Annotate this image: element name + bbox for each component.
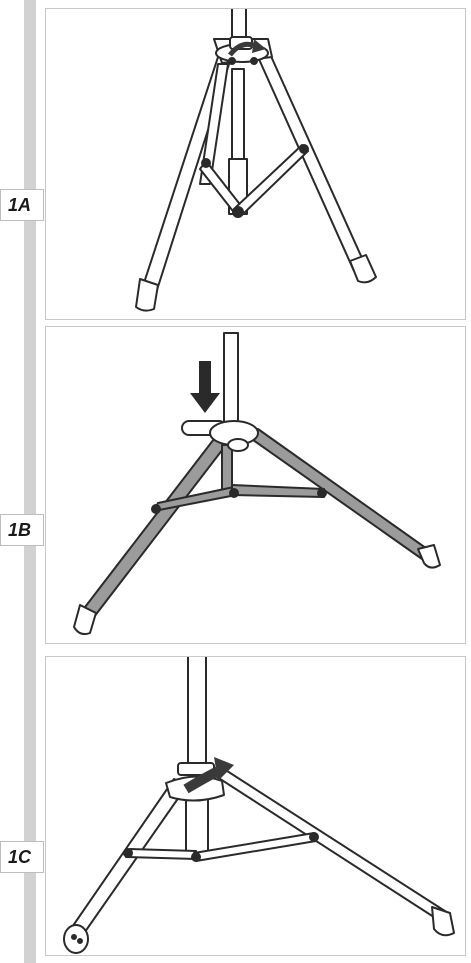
down-arrow-icon xyxy=(190,361,220,413)
step-label-1c: 1C xyxy=(0,841,44,873)
step-1c-panel xyxy=(45,656,466,956)
step-label-1b: 1B xyxy=(0,514,44,546)
sidebar-strip xyxy=(24,0,36,963)
tripod-folded-icon xyxy=(135,9,377,312)
tripod-tighten-knob-icon xyxy=(63,657,455,954)
step-1a-panel xyxy=(45,8,466,320)
step-label-1a: 1A xyxy=(0,189,44,221)
step-1b-panel xyxy=(45,326,466,644)
tripod-press-down-icon xyxy=(73,332,441,636)
